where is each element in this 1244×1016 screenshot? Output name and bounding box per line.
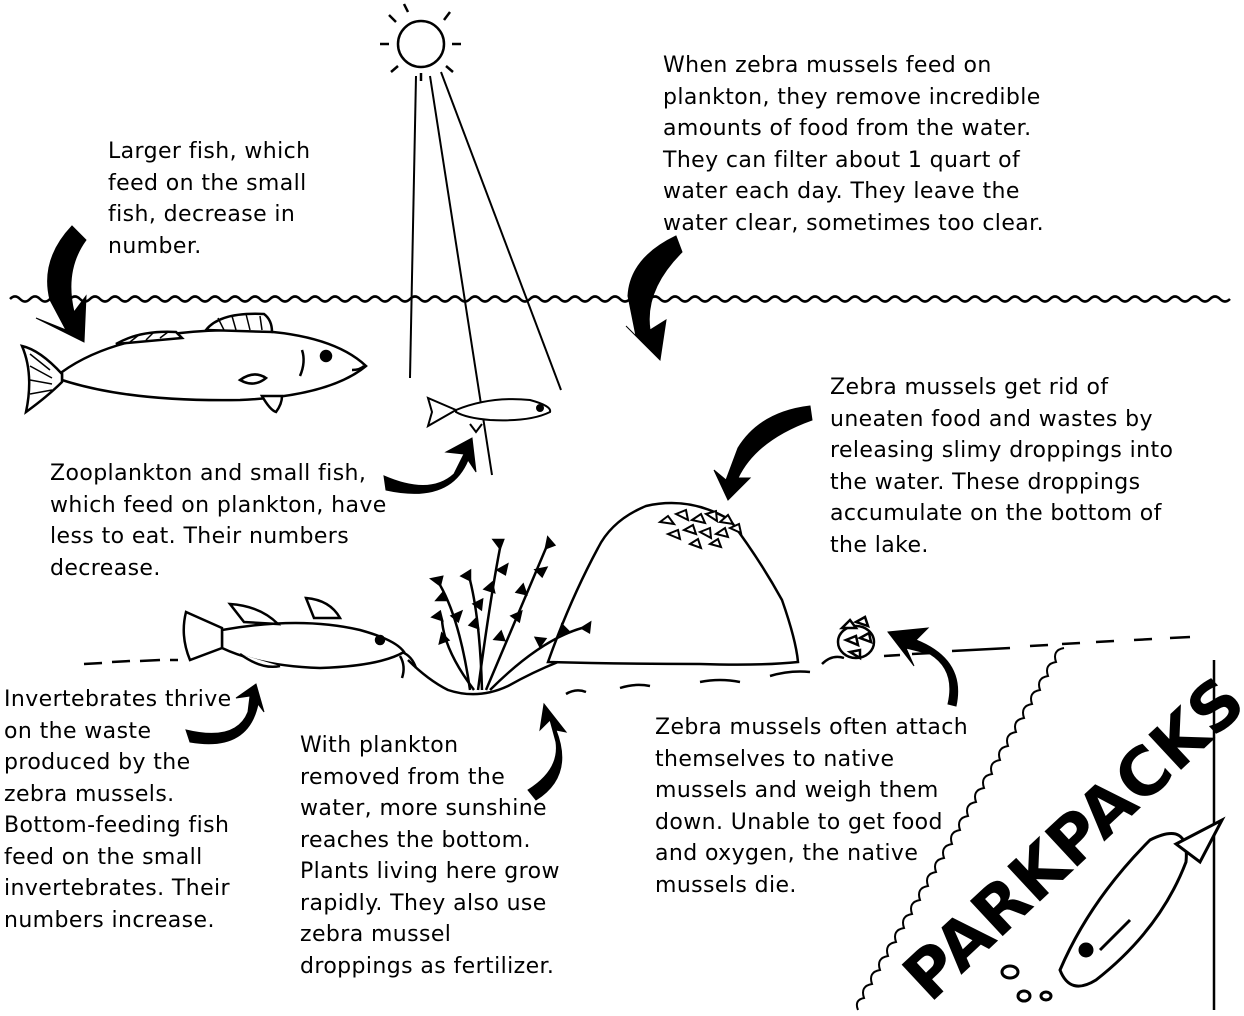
small-fish	[428, 398, 550, 432]
catfish	[184, 598, 416, 678]
caption-larger-fish: Larger fish, which feed on the small fis…	[108, 136, 340, 262]
caption-invertebrates: Invertebrates thrive on the waste produc…	[4, 684, 236, 936]
caption-plankton-removed: With plankton removed from the water, mo…	[300, 730, 562, 982]
sun-icon	[380, 4, 461, 81]
water-surface	[10, 297, 1230, 302]
caption-zebra-mussels-waste: Zebra mussels get rid of uneaten food an…	[830, 372, 1204, 561]
arrow-icon-7	[888, 628, 958, 706]
caption-zebra-mussels-feed: When zebra mussels feed on plankton, the…	[663, 50, 1083, 239]
native-mussel	[838, 617, 874, 658]
rock	[548, 503, 798, 665]
zebra-mussel-cluster	[660, 510, 741, 548]
caption-native-mussels: Zebra mussels often attach themselves to…	[655, 712, 973, 901]
caption-zooplankton: Zooplankton and small fish, which feed o…	[50, 458, 400, 584]
arrow-icon-3	[714, 406, 812, 500]
arrow-icon-1	[36, 226, 86, 342]
